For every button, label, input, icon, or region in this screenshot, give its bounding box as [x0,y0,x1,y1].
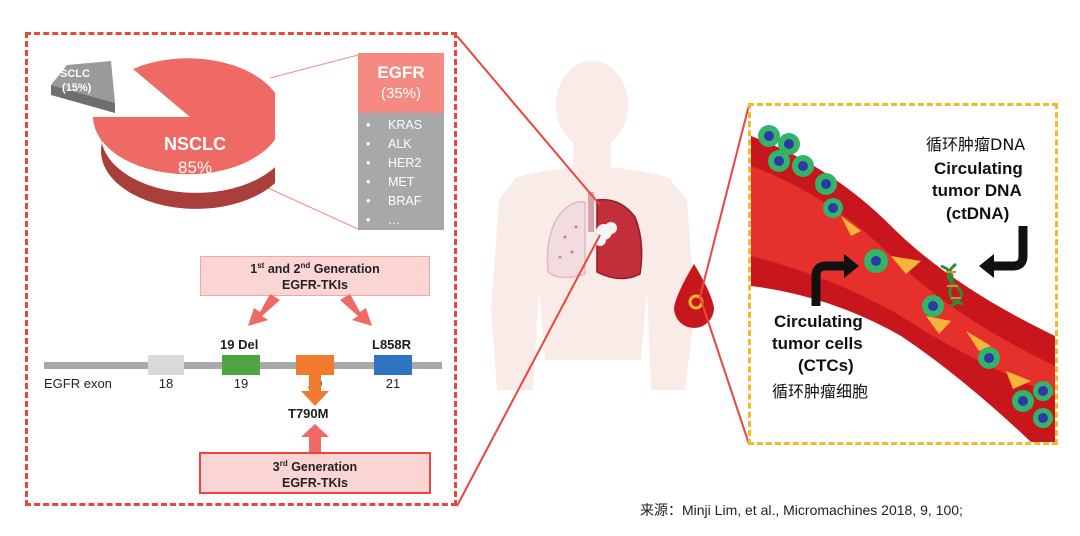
source-citation: 来源：Minji Lim, et al., Micromachines 2018… [640,502,963,518]
exon-number-21: 21 [385,376,401,391]
egfr-label: EGFR [377,63,425,82]
list-item: •ALK [366,137,412,151]
sclc-pct: (15%) [62,82,92,94]
gen3-arrow [301,424,329,452]
list-item: •MET [366,175,415,189]
gen12-line1: 1st and 2nd Generation [250,260,380,276]
ctdna-line3: (ctDNA) [946,204,1010,223]
nsclc-label: NSCLC [164,134,226,154]
ctc-line1: Circulating [774,312,863,331]
l858r-label: L858R [372,337,412,352]
nsclc-slice [93,58,275,175]
egfr-box: EGFR (35%) [358,53,444,113]
exon-21-box [374,355,412,375]
list-item: •KRAS [366,118,423,132]
gen3-line1: 3rd Generation [272,458,358,474]
ctc-cn-label: 循环肿瘤细胞 [772,382,869,401]
list-item: •HER2 [366,156,422,170]
exon-18-box [148,355,184,375]
exon-19-box [222,355,260,375]
sclc-slice [51,61,115,103]
exon-20-box [296,355,334,375]
sclc-label: SCLC [60,68,90,80]
liquid-biopsy-panel [748,103,1058,445]
gen3-line2: EGFR-TKIs [282,476,348,490]
gen12-arrows [248,294,372,326]
gen12-line2: EGFR-TKIs [282,278,348,292]
egfr-pct: (35%) [380,85,421,102]
gen3-tki-box: 3rd Generation EGFR-TKIs [199,452,431,494]
t790m-arrow [301,375,329,406]
gen12-tki-box: 1st and 2nd Generation EGFR-TKIs [200,256,430,296]
ctc-line3: (CTCs) [798,356,854,375]
list-item: •… [366,213,401,227]
del19-label: 19 Del [220,337,259,352]
list-item: •BRAF [366,194,422,208]
nsclc-pct: 85% [178,158,213,177]
ctdna-line1: Circulating [934,159,1023,178]
exon-number-19: 19 [233,376,249,391]
human-body-silhouette [491,61,695,390]
t790m-label: T790M [288,406,329,421]
mutation-list: •KRAS •ALK •HER2 •MET •BRAF •… [358,113,444,230]
ctc-line2: tumor cells [772,334,863,353]
blood-vessel-illustration [751,125,1055,442]
nsclc-pie-chart [51,58,275,209]
exon-label: EGFR exon [44,376,112,391]
exon-number-18: 18 [158,376,174,391]
nsclc-panel [25,32,457,506]
ctdna-cn-label: 循环肿瘤DNA [926,135,1026,154]
ctdna-line2: tumor DNA [932,181,1022,200]
